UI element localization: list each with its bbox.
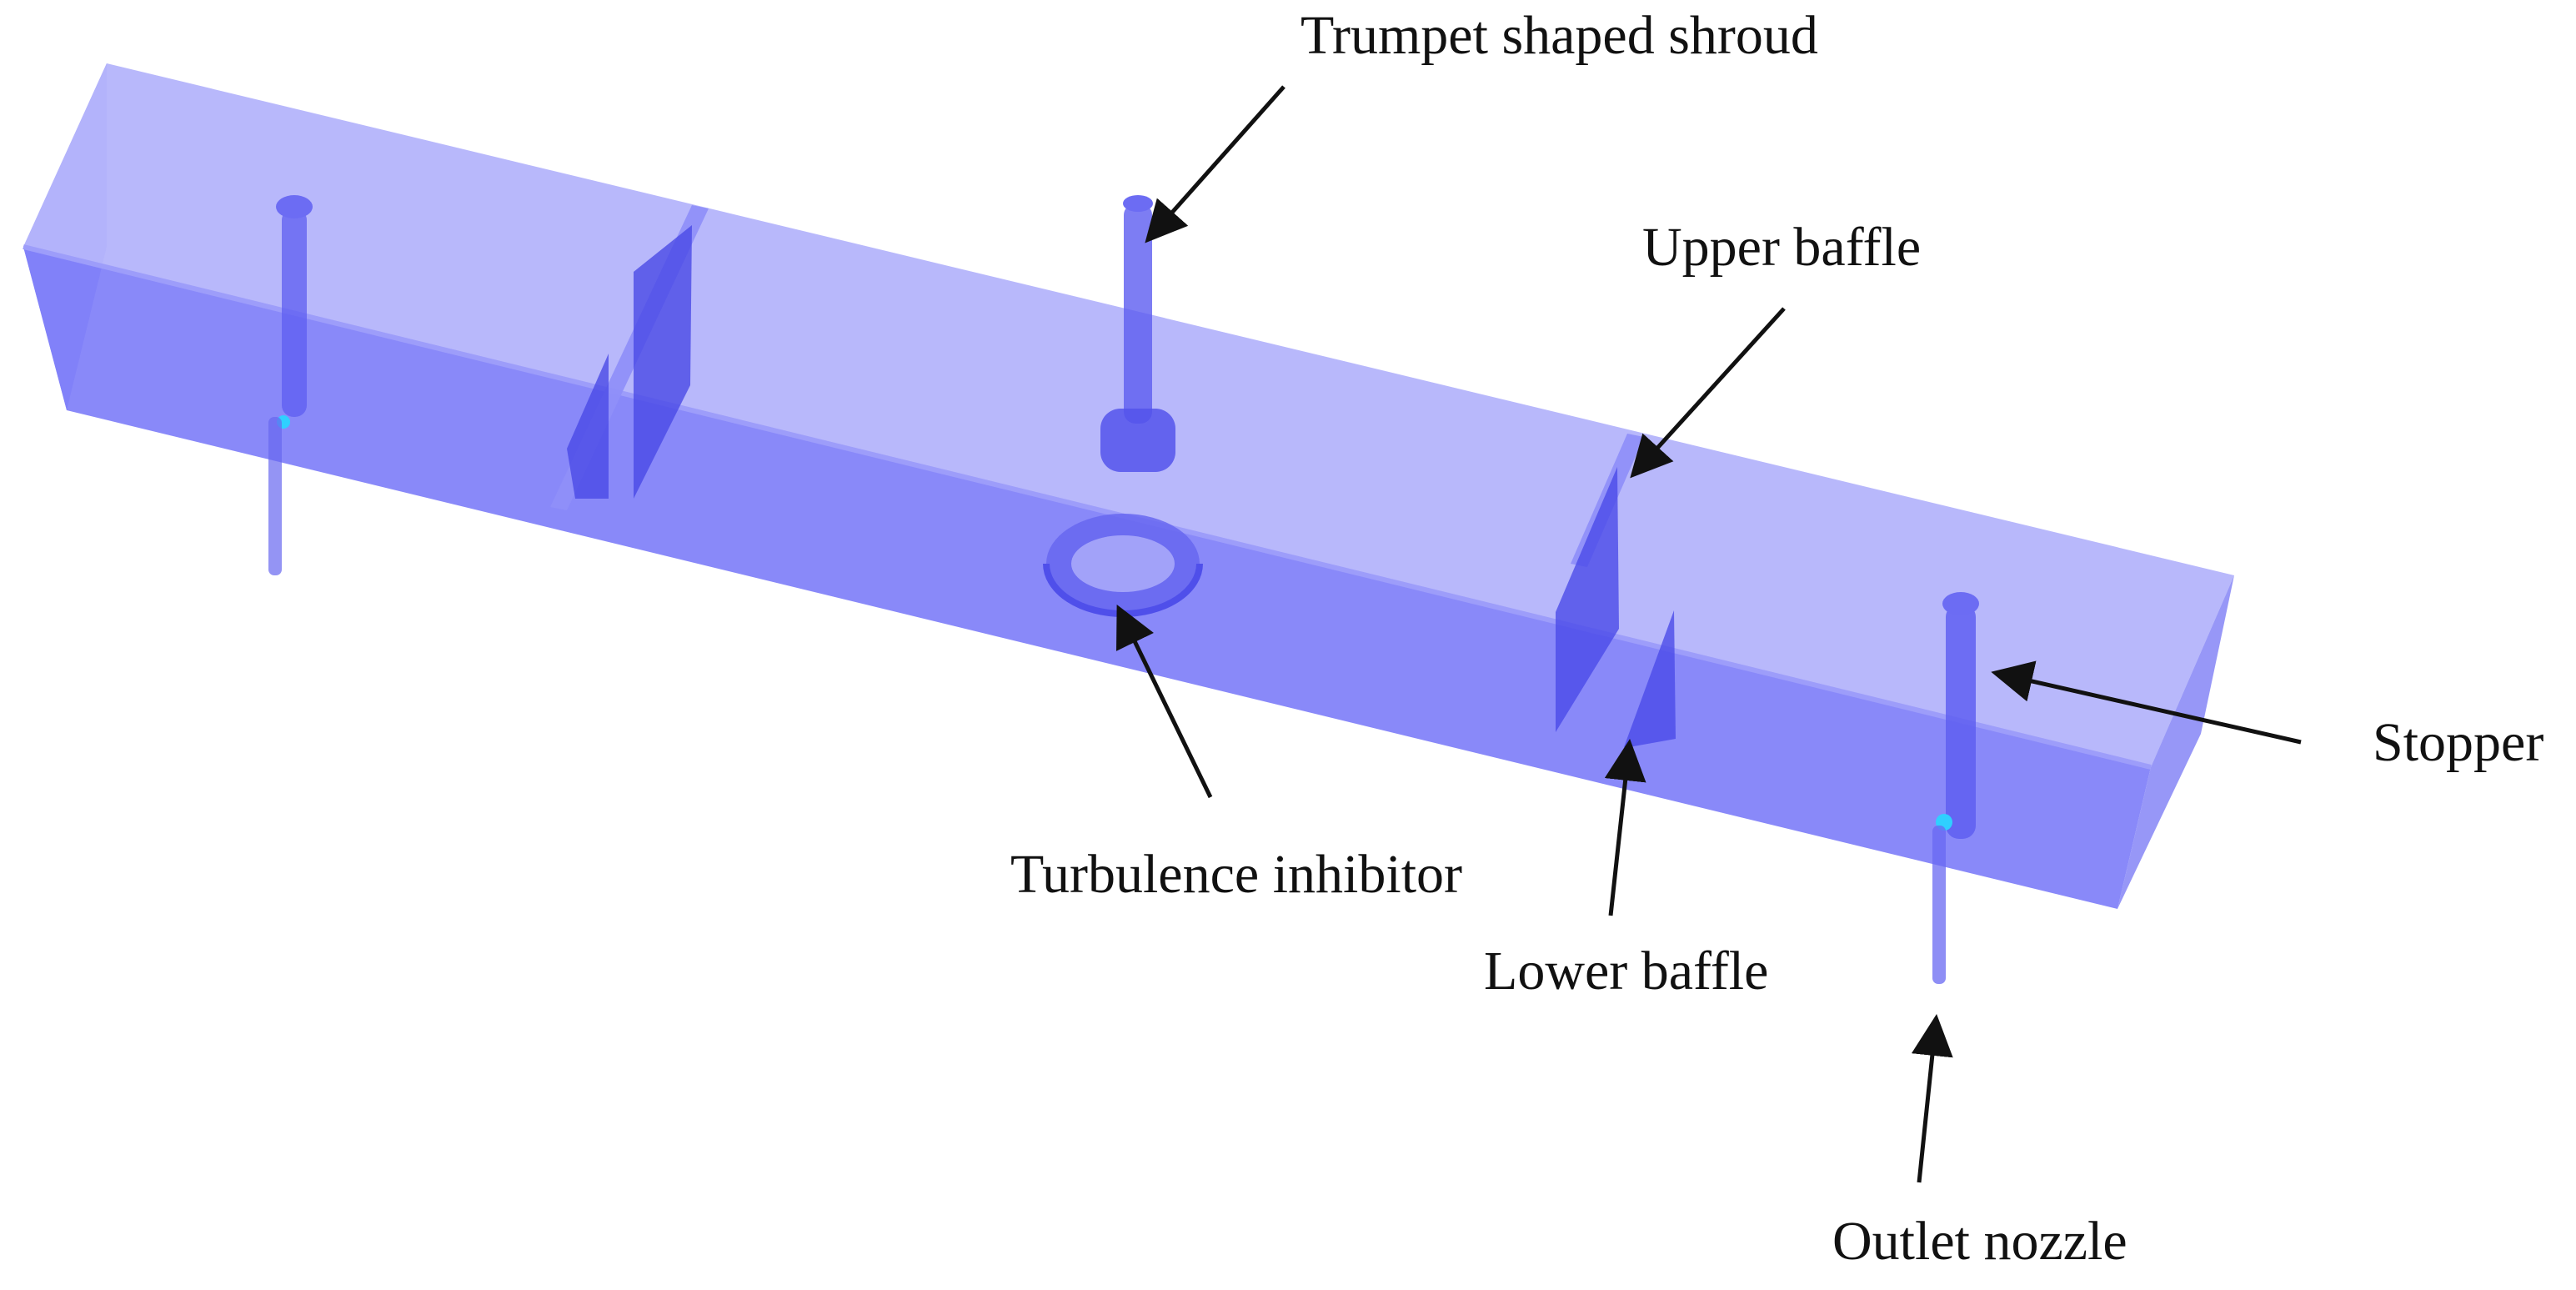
label-outlet-nozzle: Outlet nozzle — [1832, 1211, 2127, 1272]
label-stopper: Stopper — [2373, 712, 2543, 773]
label-turbulence-inhibitor: Turbulence inhibitor — [1010, 844, 1462, 905]
right-lower-baffle — [1624, 610, 1676, 747]
right-stopper-body — [1946, 604, 1976, 839]
shroud-stem — [1124, 203, 1152, 424]
leader-shroud — [1145, 85, 1285, 243]
label-upper-baffle: Upper baffle — [1642, 217, 1921, 278]
right-outlet-nozzle-body — [1932, 826, 1946, 984]
components — [268, 195, 1979, 984]
leader-lines — [1116, 85, 2302, 1183]
left-outlet-nozzle-body — [268, 417, 282, 575]
left-upper-baffle — [634, 225, 692, 499]
tundish-body — [23, 63, 2234, 909]
tundish-right-face — [2117, 575, 2234, 909]
tundish-top-edge — [23, 244, 2152, 770]
label-trumpet-shaped-shroud: Trumpet shaped shroud — [1301, 5, 1818, 66]
left-stopper-body — [282, 208, 307, 417]
leader-lower-baffle — [1604, 739, 1646, 916]
shroud-bell — [1100, 409, 1175, 472]
leader-stopper — [1991, 660, 2302, 745]
leader-turbulence-inhibitor — [1116, 605, 1213, 799]
turbulence-inhibitor-inner — [1071, 535, 1175, 592]
right-upper-baffle — [1556, 467, 1619, 732]
left-stopper-top — [276, 195, 313, 218]
left-lower-baffle — [567, 354, 609, 499]
shroud-top — [1123, 195, 1153, 212]
leader-outlet-nozzle — [1911, 1014, 1953, 1183]
labels: Trumpet shaped shroud Upper baffle Stopp… — [1010, 5, 2543, 1272]
label-lower-baffle: Lower baffle — [1484, 941, 1768, 1001]
right-stopper-top — [1942, 592, 1979, 615]
leader-upper-baffle — [1630, 307, 1786, 479]
